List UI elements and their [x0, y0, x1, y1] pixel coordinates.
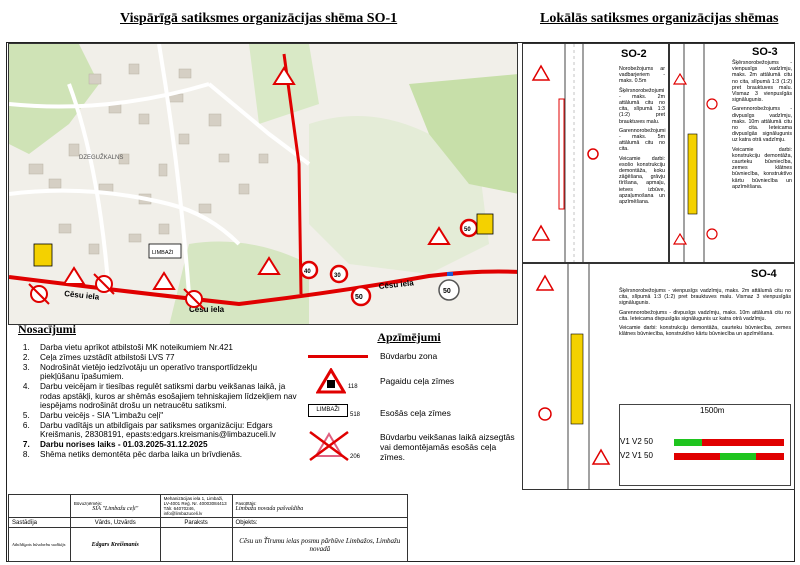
chart-distance: 1500m — [700, 406, 725, 415]
side-streets — [9, 44, 311, 295]
so3-road-drawing — [672, 44, 718, 262]
so2-note: Norobežojums ar vadbarjeriem - maks. 0.5… — [619, 66, 665, 85]
signal-row-label: V1 V2 — [620, 437, 642, 446]
legend-row-temp: 118 Pagaidu ceļa zīmes — [298, 368, 520, 396]
district-label: DZEGUŽKALNS — [79, 153, 123, 161]
legend-code: 118 — [348, 384, 358, 390]
so4-note: Šķērsnorobežojums - vienpusīgs vadzīmju,… — [619, 288, 791, 307]
role: Atbildīgais būvdarbu vadītājs — [8, 527, 71, 562]
name-header: Vārds, Uzvārds — [69, 517, 161, 528]
legend-label: Būvdarbu veikšanas laikā aizsegtās vai d… — [380, 432, 515, 462]
so3-notes: Šķērsnorobežojums - vienpusīgs vadzīmju,… — [732, 60, 792, 193]
client-name: SIA "Limbažu ceļi" — [92, 505, 139, 512]
condition-item: Darba vietu aprīkot atbilstoši MK noteik… — [32, 343, 298, 352]
condition-item: Shēma netiks demontēta pēc darba laika u… — [32, 450, 298, 459]
condition-item: Ceļa zīmes uzstādīt atbilstoši LVS 77 — [32, 353, 298, 362]
detour-board-icon — [33, 213, 494, 267]
customer-name: Limbažu novada pašvaldība — [235, 505, 304, 512]
so2-notes: Norobežojums ar vadbarjeriem - maks. 0.5… — [619, 66, 666, 208]
speed-value-3: 50 — [464, 227, 471, 233]
street-label-3: Cēsu iela — [378, 278, 414, 291]
legend-code: 518 — [350, 412, 361, 418]
warning-sign-icon — [62, 66, 451, 290]
covered-sign-icon — [309, 430, 349, 462]
conditions-title: Nosacījumi — [18, 322, 76, 336]
so4-note: Garennorobežojums - divpusīgs vadzīmju, … — [619, 309, 791, 322]
speed-value-1: 50 — [355, 294, 363, 301]
prepared-label: Sastādīja — [8, 517, 71, 528]
so2-note: Veicamie darbi: esošo konstrukciju demon… — [619, 155, 665, 206]
meadow-area — [169, 241, 309, 324]
condition-item: Darbu norises laiks - 01.03.2025-31.12.2… — [32, 440, 298, 449]
so3-note: Veicamie darbi: konstrukciju demontāža, … — [732, 146, 792, 190]
legend-label: Būvdarbu zona — [380, 351, 438, 361]
wood-area — [409, 74, 517, 194]
title-block: Būvuzņēmējs:SIA "Limbažu ceļi" Mehanizāc… — [8, 494, 409, 562]
legend-block: Apzīmējumi Būvdarbu zona 118 Pagaidu ceļ… — [298, 330, 520, 490]
overview-map: Cēsu iela Cēsu iela Cēsu iela DZEGUŽKALN… — [8, 43, 518, 325]
so3-title: SO-3 — [752, 46, 778, 58]
removed-sign-icon — [28, 273, 205, 310]
so4-title: SO-4 — [751, 268, 777, 280]
conditions-block: Nosacījumi Darba vietu aprīkot atbilstoš… — [8, 322, 298, 482]
so3-note: Garennorobežojums - divpusīgs vadzīmju, … — [732, 106, 792, 144]
so2-road-drawing — [531, 44, 599, 262]
panel-so3: SO-3 Šķērsnorobežojums - vienpusīgs vadz… — [669, 43, 795, 263]
legend-title: Apzīmējumi — [377, 330, 441, 344]
legend-row-removed: 206 Būvdarbu veikšanas laikā aizsegtās v… — [298, 428, 520, 464]
temporary-sign-icon — [316, 368, 346, 394]
panel-so2: SO-2 Norobežojums ar vadbarjeriem - maks… — [522, 43, 669, 263]
client-label: Būvuzņēmējs: — [73, 500, 103, 506]
so2-note: Šķērsnorobežojumi - maks. 2m attālumā ci… — [619, 87, 665, 125]
condition-item: Darbu veicējs - SIA "Limbažu ceļi" — [32, 411, 298, 420]
signal-row-1: V1 V2 50 — [620, 437, 790, 446]
so2-note: Garennorobežojumi - maks. 5m attālumā ci… — [619, 127, 666, 153]
signal-row-label: V2 V1 — [620, 451, 642, 460]
legend-row-zone: Būvdarbu zona — [298, 350, 520, 364]
signal-row-speed: 50 — [644, 451, 653, 460]
object-name: Cēsu un Ťīrumu ielas posmu pārbūve Limba… — [231, 527, 409, 562]
green-phase-bar — [674, 439, 702, 446]
legend-label: Pagaidu ceļa zīmes — [380, 376, 455, 386]
town-board-label: LIMBAŽI — [152, 248, 174, 256]
existing-sign-icon: LIMBAŽI — [308, 404, 348, 417]
condition-item: Nodrošināt vietējo iedzīvotāju un operat… — [32, 363, 298, 382]
map-svg: Cēsu iela Cēsu iela Cēsu iela DZEGUŽKALN… — [9, 44, 517, 324]
so4-road-drawing — [535, 264, 611, 489]
condition-item: Darbu veicējam ir tiesības regulēt satik… — [32, 382, 298, 410]
traffic-light-chart: 1500m V1 V2 50 V2 V1 50 — [619, 404, 791, 486]
speed-value-4: 40 — [304, 269, 311, 275]
speed-value-5: 30 — [334, 273, 341, 279]
condition-item: Darbu vadītājs un atbildīgais par satiks… — [32, 421, 298, 440]
so3-note: Šķērsnorobežojums - vienpusīgs vadzīmju,… — [732, 60, 792, 104]
local-title: Lokālās satiksmes organizācijas shēmas — [540, 11, 779, 26]
legend-label: Esošās ceļa zīmes — [380, 408, 451, 418]
signature-header: Paraksts — [159, 517, 233, 528]
conditions-list: Darba vietu aprīkot atbilstoši MK noteik… — [8, 343, 298, 459]
main-title: Vispārīgā satiksmes organizācijas shēma … — [120, 11, 398, 26]
speed-limit-sign-icon — [299, 218, 479, 307]
client-address: Mehanizācijas iela 1, Limbaži, LV-4001 R… — [163, 496, 227, 516]
customer-label: Pasūtītājs: — [235, 500, 257, 506]
park-area — [9, 44, 99, 154]
speed-value-2: 50 — [443, 288, 451, 295]
bus-stop-marker — [447, 272, 453, 276]
signal-row-2: V2 V1 50 — [620, 451, 790, 460]
red-phase-bar — [674, 439, 784, 446]
so2-title: SO-2 — [621, 48, 647, 60]
zone-line-icon — [308, 355, 368, 358]
legend-code: 206 — [350, 454, 361, 460]
green-phase-bar — [720, 453, 756, 460]
signal-row-speed: 50 — [644, 437, 653, 446]
construction-zone-north — [282, 53, 303, 295]
town-board-icon — [148, 243, 182, 259]
street-label-2: Cēsu iela — [189, 305, 225, 314]
person-name: Edgars Kreišmanis — [69, 527, 161, 562]
so4-notes: Šķērsnorobežojums - vienpusīgs vadzīmju,… — [619, 288, 791, 340]
street-label-1: Cēsu iela — [64, 289, 100, 302]
panel-so4: SO-4 Šķērsnorobežojums - vienpusīgs vadz… — [522, 263, 795, 490]
object-label: Objekts: — [231, 517, 409, 528]
so4-note: Veicamie darbi: konstrukciju demontāža, … — [619, 325, 791, 338]
legend-row-existing: LIMBAŽI 518 Esošās ceļa zīmes — [298, 404, 520, 422]
